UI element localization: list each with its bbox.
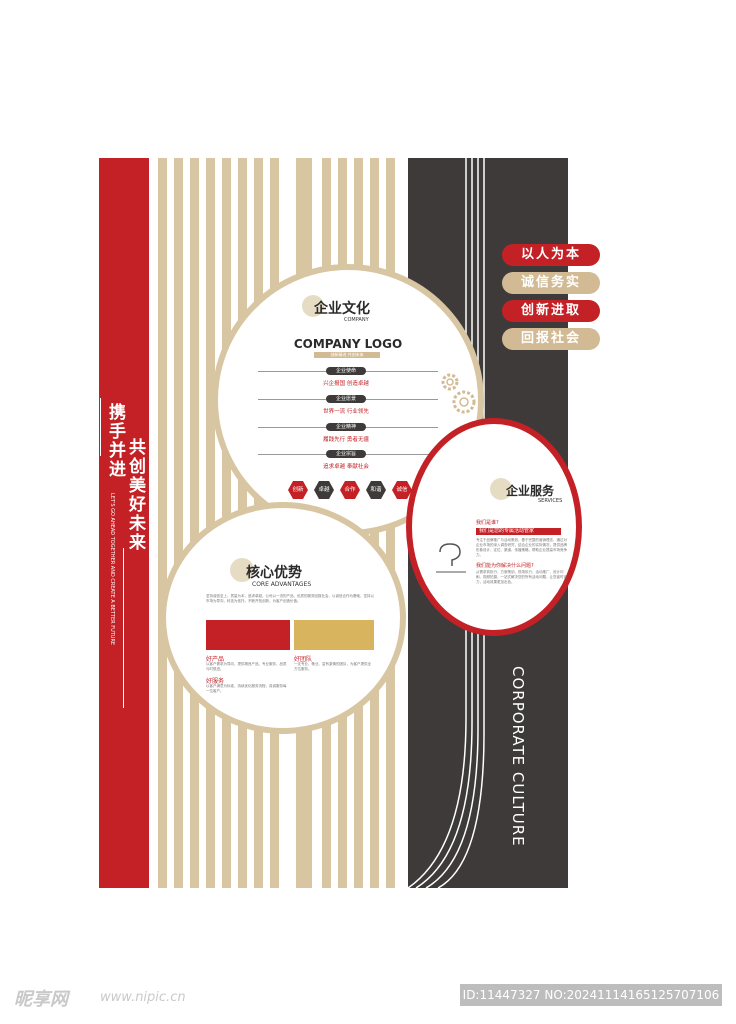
purpose-text: 追求卓越 奉献社会 <box>323 464 369 470</box>
service-title: 企业服务 <box>506 484 555 498</box>
site-url: www.nipic.cn <box>100 990 186 1005</box>
mission-text: 兴企报国 创造卓越 <box>323 381 369 387</box>
stripe <box>158 158 167 888</box>
q2-label: 我们能为你解决什么问题? <box>476 563 534 569</box>
pill-mission: 企业使命 <box>326 367 366 375</box>
company-logo: COMPANY LOGO <box>293 337 403 351</box>
red-banner: 携手并进 共创美好未来 LET'S GO AHEAD TOGETHER AND … <box>99 158 149 888</box>
corporate-culture-text: CORPORATE CULTURE <box>509 666 527 847</box>
tag-people: 以人为本 <box>502 244 600 266</box>
pill-spirit: 企业精神 <box>326 423 366 431</box>
culture-subtitle: COMPANY <box>344 317 369 323</box>
gold-image-box <box>294 620 374 650</box>
advantage-circle: 核心优势 CORE ADVANTAGES 坚持诚信至上，质量为本，追求卓越。公司… <box>160 502 406 734</box>
hex-cooperation: 合作 <box>340 481 360 499</box>
advantage-title: 核心优势 <box>246 565 302 581</box>
title-dot <box>490 478 512 500</box>
site-brand: 昵享网 <box>14 989 68 1010</box>
banner-line1: 携手并进 <box>105 403 125 479</box>
spirit-text: 履践先行 勇者无疆 <box>323 437 369 443</box>
stripe <box>190 158 199 888</box>
q2-body: 从需求到执行，方案策划、现场执行、活动推广、设计印刷、视频拍摄，一站式解决您的所… <box>476 570 567 584</box>
pill-vision: 企业愿景 <box>326 395 366 403</box>
adv-item3-title: 好服务 <box>206 678 225 685</box>
hex-integrity: 诚信 <box>392 481 412 499</box>
culture-title: 企业文化 <box>314 301 370 317</box>
hex-excellence: 卓越 <box>314 481 334 499</box>
pill-purpose: 企业宗旨 <box>326 450 366 458</box>
divider <box>100 398 101 456</box>
service-circle: 企业服务 SERVICES 我们是谁? 我们是您的专属活动管家 专注于品牌推广与… <box>406 418 582 636</box>
slogan-bar: 创新精进 共创未来 <box>314 352 380 358</box>
adv-item3-body: 以客户满意为标准，持续优化服务流程，真诚服务每一位客户。 <box>206 684 287 693</box>
q1-label: 我们是谁? <box>476 520 499 526</box>
adv-item2-body: 一支专业、敬业、富有激情的团队，为客户提供全方位服务。 <box>294 662 371 671</box>
advantage-subtitle: CORE ADVANTAGES <box>252 581 312 588</box>
service-subtitle: SERVICES <box>538 498 563 504</box>
title-dot <box>230 558 254 582</box>
curved-lines <box>408 158 485 888</box>
adv-item1-title: 好产品 <box>206 656 225 663</box>
stripe <box>174 158 183 888</box>
question-mark-icon <box>436 543 466 573</box>
advantage-intro: 坚持诚信至上，质量为本，追求卓越。公司以一流的产品、优质的服务回报社会，以诚信合… <box>206 594 374 603</box>
adv-item2-title: 好团队 <box>294 656 313 663</box>
tag-return: 回报社会 <box>502 328 600 350</box>
banner-english: LET'S GO AHEAD TOGETHER AND CREATE A BET… <box>109 493 115 646</box>
vision-text: 世界一流 行业领先 <box>323 409 369 415</box>
tag-innovation: 创新进取 <box>502 300 600 322</box>
red-image-box <box>206 620 290 650</box>
q1-body: 专注于品牌推广与活动策划，基于完整的营销理念，通过对企业市场的深入调查研究，结合… <box>476 538 567 557</box>
hex-innovation: 创新 <box>288 481 308 499</box>
adv-item1-body: 以客户需求为导向，提供精良产品、专业服务，品质与时俱进。 <box>206 662 287 671</box>
gears-icon <box>441 373 476 414</box>
image-id: ID:11447327 NO:20241114165125707106 <box>460 984 722 1006</box>
tag-integrity: 诚信务实 <box>502 272 600 294</box>
title-dot <box>302 295 324 317</box>
hex-harmony: 和谐 <box>366 481 386 499</box>
divider <box>123 548 124 708</box>
banner-line2: 共创美好未来 <box>125 438 145 552</box>
q1-bar: 我们是您的专属活动管家 <box>476 528 561 535</box>
